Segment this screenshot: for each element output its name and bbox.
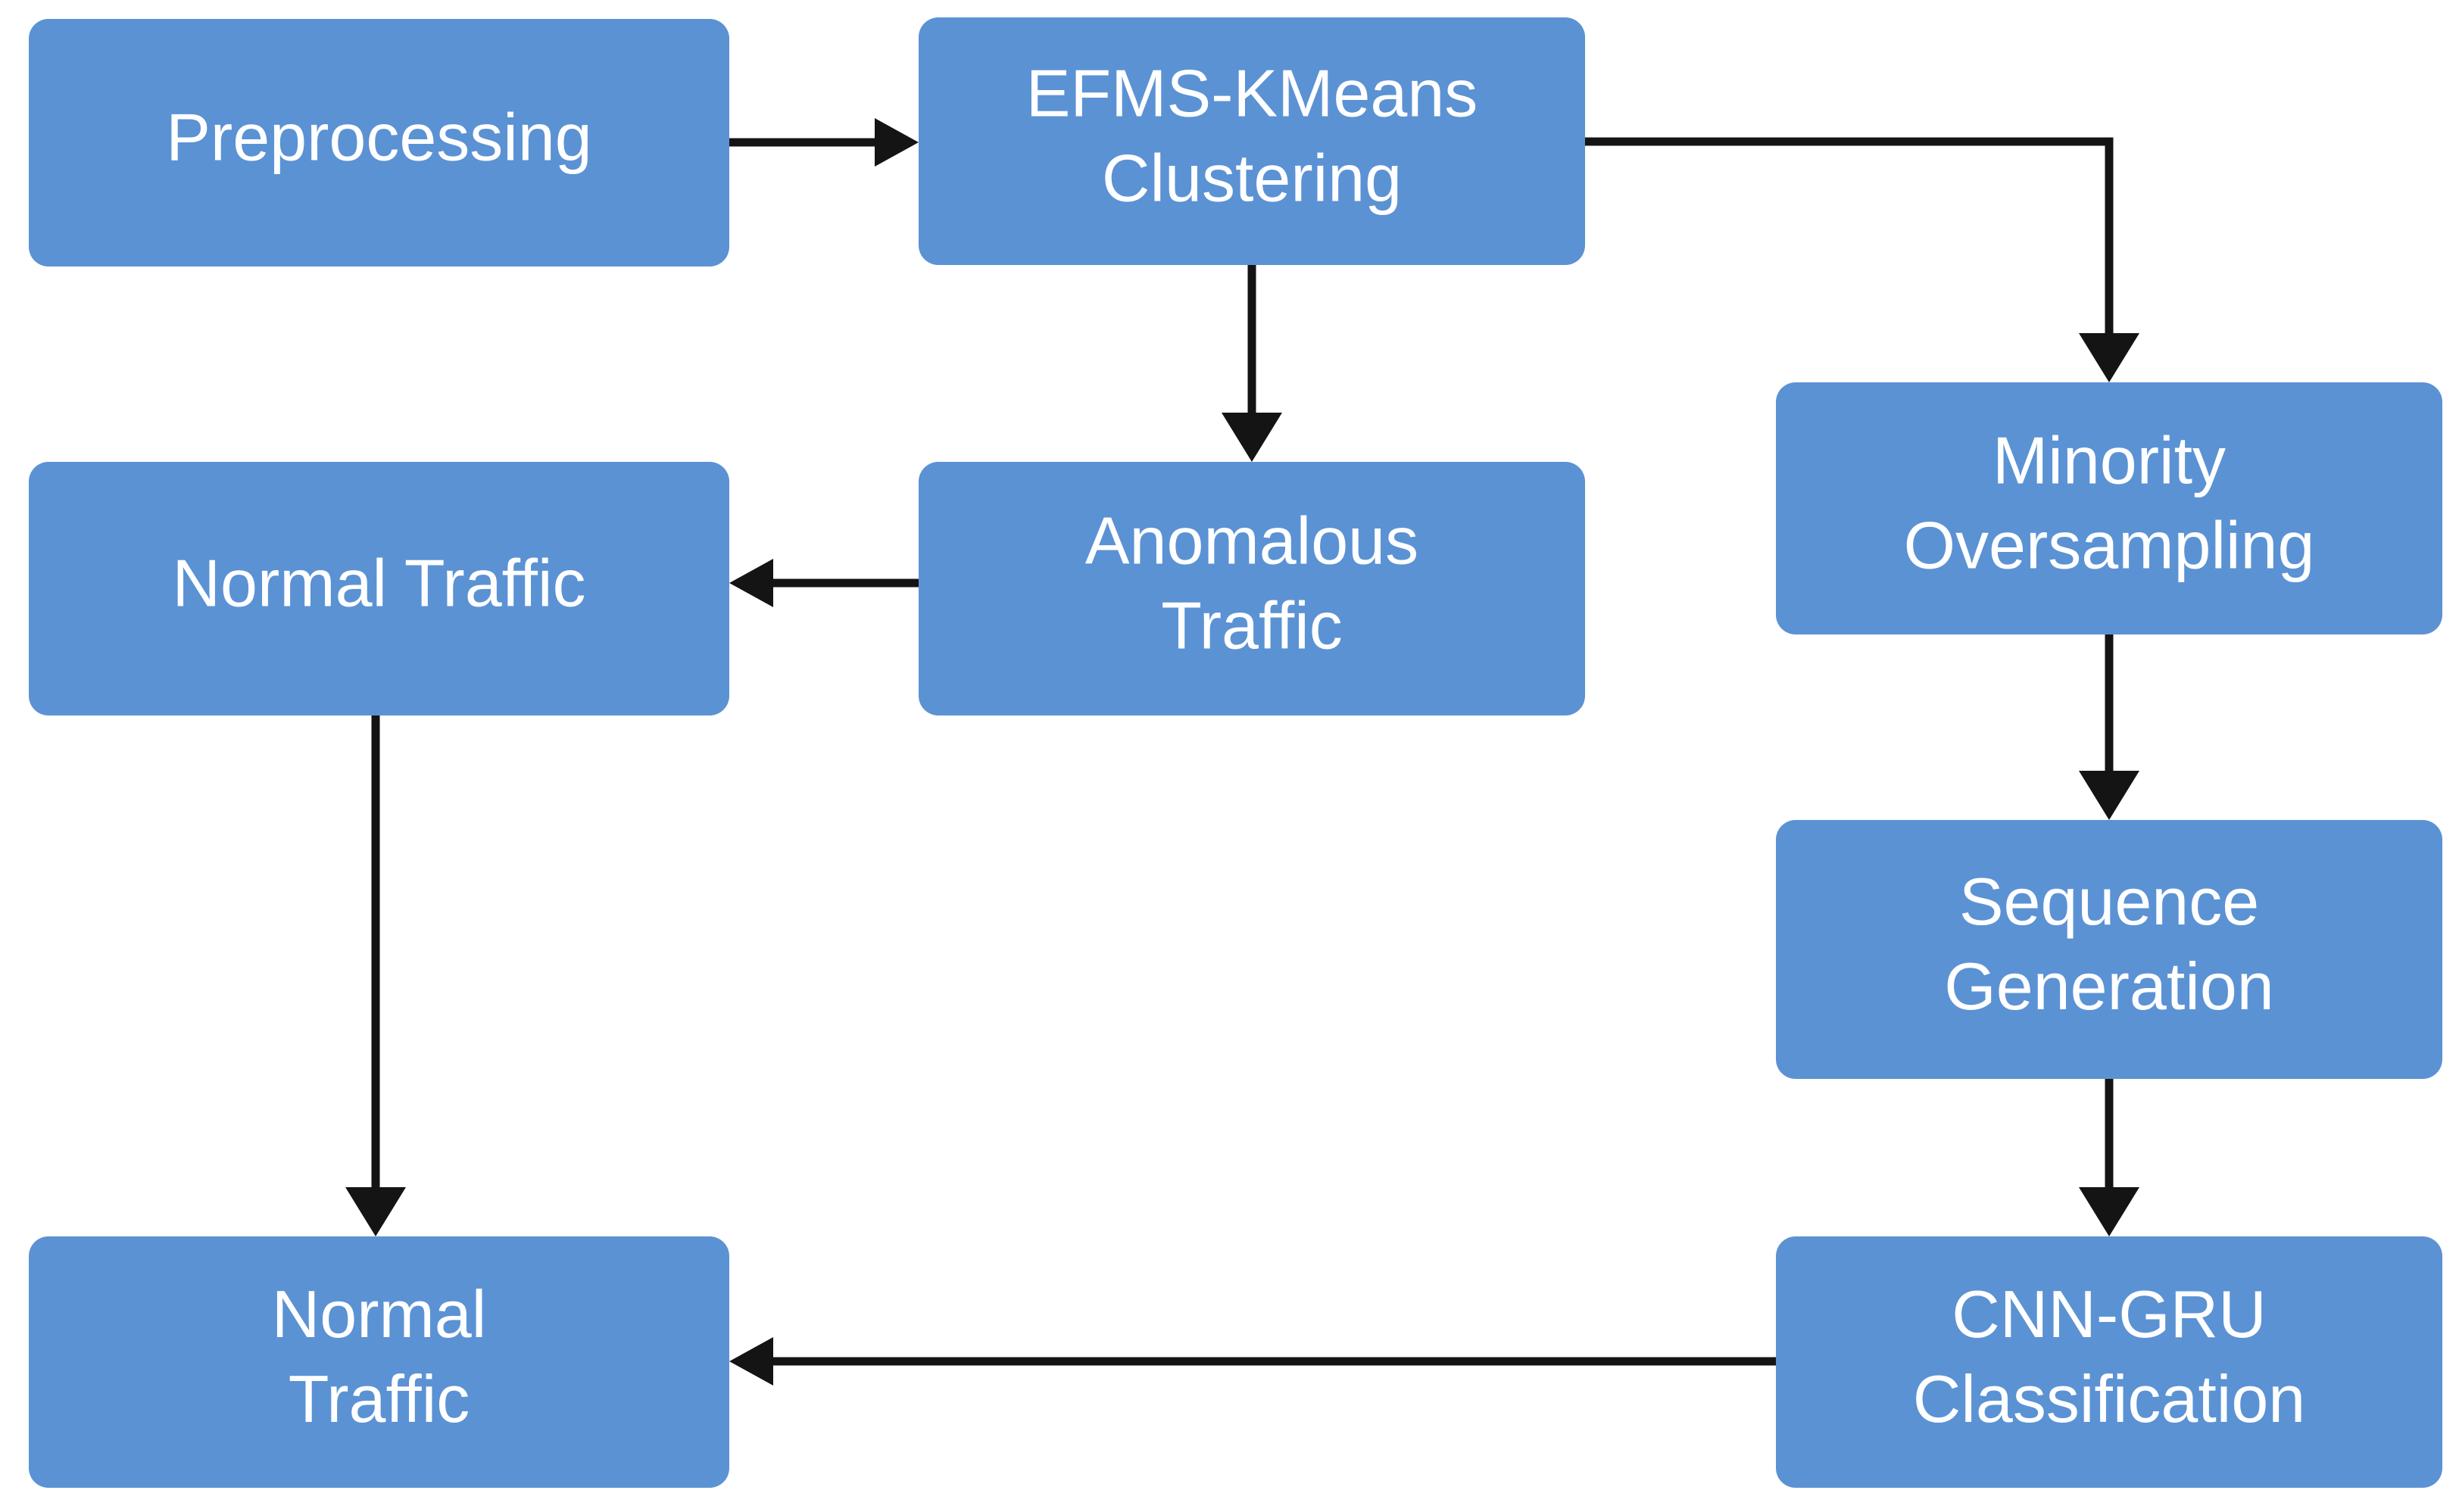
node-normal-traffic-middle[interactable]: Normal Traffic — [29, 462, 729, 715]
arrowhead-icon — [1222, 413, 1282, 462]
node-box[interactable] — [1776, 1236, 2442, 1488]
node-box[interactable] — [29, 462, 729, 715]
edge-anomalous-to-normal — [729, 559, 919, 607]
arrowhead-icon — [345, 1187, 406, 1236]
node-box[interactable] — [29, 19, 729, 267]
edge-cnn-gru-to-normal-bottom — [729, 1337, 1776, 1386]
node-box[interactable] — [919, 17, 1585, 265]
edge-preprocessing-to-efms — [729, 118, 919, 167]
edge-minority-to-sequence — [2079, 634, 2139, 820]
arrowhead-icon — [729, 559, 773, 607]
node-box[interactable] — [919, 462, 1585, 715]
arrowhead-icon — [2079, 1187, 2139, 1236]
arrowhead-icon — [875, 118, 919, 167]
edge-efms-to-minority — [1585, 137, 2139, 382]
node-box[interactable] — [1776, 382, 2442, 634]
node-box[interactable] — [1776, 820, 2442, 1079]
arrowhead-icon — [729, 1337, 773, 1386]
arrowhead-icon — [2079, 771, 2139, 820]
node-preprocessing[interactable]: Preprocessing — [29, 19, 729, 267]
edge-efms-to-anomalous — [1222, 265, 1282, 462]
edges-layer — [345, 118, 2139, 1386]
node-box[interactable] — [29, 1236, 729, 1488]
node-label: Preprocessing — [166, 100, 592, 175]
edge-line — [1585, 137, 2114, 369]
edge-sequence-to-cnn-gru — [2079, 1079, 2139, 1236]
node-label: Normal Traffic — [172, 546, 585, 621]
arrowhead-icon — [2079, 333, 2139, 382]
edge-normal-middle-to-normal-bottom — [345, 715, 406, 1236]
